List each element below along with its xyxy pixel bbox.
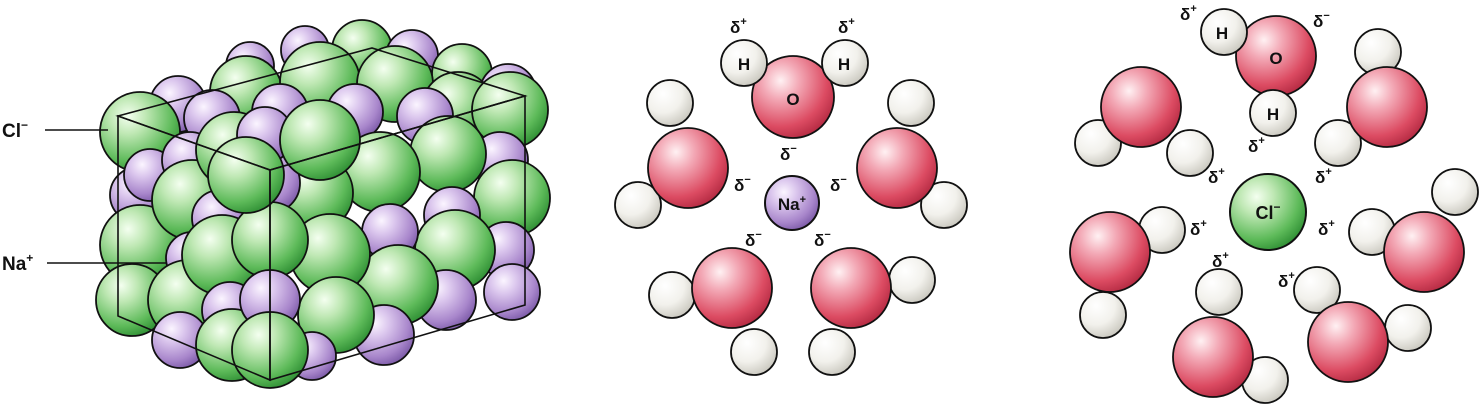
- chloride-hydration-shell: Cl− O H H δ+ δ− δ+ δ+ δ+ δ+ δ+ δ+ δ+: [1069, 3, 1479, 404]
- hydrogen-atom: [1384, 304, 1432, 352]
- water-molecule: [1314, 28, 1428, 167]
- hydrogen-atom: [1431, 168, 1479, 216]
- delta-plus-top: δ+: [1180, 3, 1197, 24]
- delta-plus-upper-right: δ+: [1315, 166, 1332, 187]
- water-molecule: [1074, 66, 1214, 177]
- hydrogen-atom: [648, 271, 696, 319]
- delta-plus-upper-left: δ+: [1208, 166, 1225, 187]
- water-molecule: [648, 247, 778, 376]
- oxygen-atom: [1307, 301, 1389, 383]
- delta-minus-top: δ−: [1313, 10, 1330, 31]
- delta-plus-right: δ+: [1318, 218, 1335, 239]
- hydrogen-atom: [1200, 8, 1248, 56]
- sodium-ion-label: Na+: [778, 194, 806, 214]
- hydrogen-label-top: H: [1216, 24, 1228, 43]
- delta-minus-right: δ−: [830, 174, 847, 195]
- water-molecule: [1200, 8, 1317, 137]
- hydrogen-atom: [887, 79, 935, 127]
- hydrogen-atom: [920, 181, 968, 229]
- partial-charges: δ+ δ+ δ− δ− δ− δ− δ−: [730, 16, 855, 250]
- water-molecule: [1348, 168, 1479, 293]
- delta-plus-top-left: δ+: [730, 16, 747, 37]
- sodium-ion: [764, 175, 820, 231]
- nacl-crystal-lattice: Cl− Na+: [2, 19, 551, 389]
- hydrogen-atom: [1314, 119, 1362, 167]
- hydrogen-atom: [1195, 268, 1243, 316]
- water-molecule: [1172, 268, 1289, 404]
- sodium-ion: [483, 263, 541, 321]
- hydrogen-atom: [614, 181, 662, 229]
- hydrogen-atom: [730, 328, 778, 376]
- chloride-ion-label: Cl−: [1255, 200, 1280, 223]
- lattice-spheres: [95, 19, 551, 389]
- hydrogen-atom: [720, 39, 768, 87]
- chloride-ion: [1229, 173, 1307, 251]
- oxygen-label: O: [786, 90, 799, 109]
- oxygen-atom: [1100, 66, 1182, 148]
- oxygen-atom: [810, 247, 892, 329]
- oxygen-atom: [1383, 211, 1465, 293]
- hydrogen-label-left: H: [738, 55, 750, 74]
- hydrogen-atom: [1079, 291, 1127, 339]
- delta-plus-lower-right: δ+: [1278, 270, 1295, 291]
- delta-minus-top: δ−: [780, 143, 797, 164]
- delta-plus-left: δ+: [1190, 218, 1207, 239]
- hydrogen-atom: [1293, 266, 1341, 314]
- oxygen-label: O: [1269, 49, 1282, 68]
- hydrogen-atom: [1249, 89, 1297, 137]
- chloride-label: Cl−: [2, 118, 28, 142]
- oxygen-atom: [1346, 66, 1428, 148]
- water-molecule: [614, 79, 729, 229]
- chloride-ion: [409, 115, 487, 193]
- hydrogen-label-right: H: [838, 55, 850, 74]
- oxygen-atom: [691, 247, 773, 329]
- hydrogen-atom: [1166, 129, 1214, 177]
- partial-charges: δ+ δ− δ+ δ+ δ+ δ+ δ+ δ+ δ+: [1180, 3, 1335, 291]
- sodium-hydration-shell: Na+ O H H δ+ δ+ δ− δ− δ− δ− δ−: [614, 16, 968, 376]
- delta-plus-top-right: δ+: [838, 16, 855, 37]
- water-molecule: [808, 247, 936, 376]
- water-molecule: [856, 79, 968, 229]
- water-molecule: [1069, 206, 1186, 339]
- delta-plus-lower-left: δ+: [1212, 250, 1229, 271]
- chloride-ion: [207, 136, 285, 214]
- delta-plus-under-h: δ+: [1248, 135, 1265, 156]
- sodium-label: Na+: [2, 251, 33, 275]
- water-molecule: [1293, 266, 1432, 383]
- oxygen-atom: [1172, 316, 1254, 398]
- hydrogen-atom: [808, 328, 856, 376]
- water-molecules: [1069, 8, 1479, 404]
- water-molecules: [614, 39, 968, 376]
- oxygen-atom: [856, 127, 938, 209]
- hydrogen-atom: [821, 39, 869, 87]
- hydrogen-atom: [646, 79, 694, 127]
- hydrogen-label-bottom: H: [1267, 105, 1279, 124]
- oxygen-atom: [1069, 211, 1151, 293]
- delta-minus-left: δ−: [734, 174, 751, 195]
- oxygen-atom: [647, 127, 729, 209]
- water-molecule: [720, 39, 869, 139]
- delta-minus-bottom-left: δ−: [745, 229, 762, 250]
- delta-minus-bottom-right: δ−: [814, 229, 831, 250]
- chloride-ion: [279, 99, 361, 181]
- hydrogen-atom: [888, 256, 936, 304]
- unit-cube-outline: [115, 47, 528, 382]
- oxygen-atom: [751, 55, 835, 139]
